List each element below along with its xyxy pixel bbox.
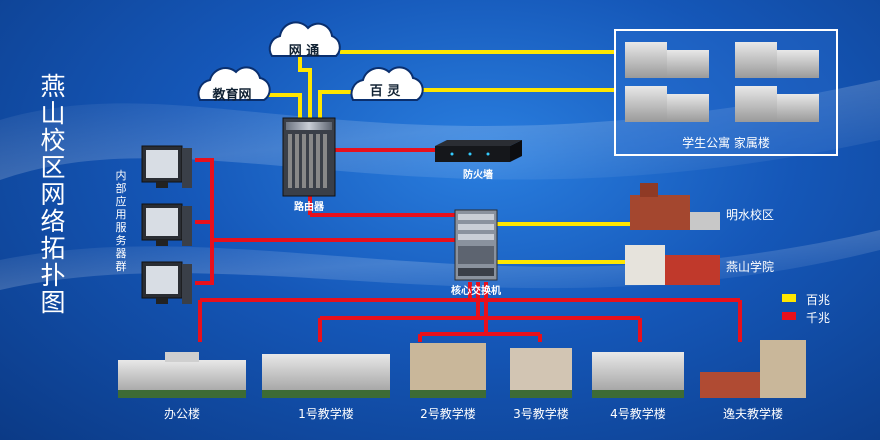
title-char: 图	[40, 288, 66, 317]
link-router-wangtong	[298, 55, 312, 118]
yifu-building-icon	[700, 340, 806, 398]
link-router-bailing	[318, 90, 352, 118]
cloud-edu	[197, 66, 271, 101]
gigabit-links	[195, 148, 742, 342]
server-monitor-icon	[141, 203, 192, 246]
teaching-building-2-icon	[410, 343, 486, 398]
server-monitor-icon	[141, 261, 192, 304]
cloud-label-edu: 教育网	[212, 88, 252, 103]
apartment-building-icon	[735, 86, 819, 122]
title-char: 燕	[40, 72, 66, 101]
office-building-icon	[118, 352, 246, 398]
title-char: 校	[40, 126, 66, 155]
legend-swatch-hundred	[782, 294, 796, 302]
apartment-building-icon	[625, 86, 709, 122]
server-label-char: 应	[115, 195, 127, 208]
teaching-building-3-icon	[510, 348, 572, 398]
hundred-mbps-links	[268, 50, 630, 264]
cloud-label-bailing: 百 灵	[369, 84, 401, 99]
building-label-teach-1: 1号教学楼	[298, 407, 354, 421]
legend-swatch-gigabit	[782, 312, 796, 320]
cloud-label-wangtong: 网 通	[288, 44, 320, 59]
building-label-yifu: 逸夫教学楼	[722, 407, 783, 421]
title-char: 区	[40, 153, 66, 182]
server-label-char: 群	[115, 260, 127, 273]
cloud-wangtong	[268, 21, 341, 57]
cloud-bailing	[350, 66, 424, 101]
router-icon	[282, 117, 336, 197]
building-label-teach-3: 3号教学楼	[513, 407, 569, 421]
router-label: 路由器	[294, 202, 324, 213]
server-monitor-icon	[141, 145, 192, 188]
server-label-char: 服	[115, 221, 127, 234]
legend-label-gigabit: 千兆	[806, 311, 831, 325]
title-char: 拓	[40, 234, 66, 263]
server-label-char: 务	[115, 234, 127, 247]
housing-label: 学生公寓 家属楼	[682, 136, 770, 150]
mingshui-building-icon	[630, 183, 720, 230]
server-label-char: 内	[115, 169, 127, 182]
link-router-edu	[268, 93, 302, 118]
housing-panel	[614, 29, 838, 156]
legend-label-hundred: 百兆	[806, 293, 831, 307]
title-char: 络	[40, 207, 66, 236]
building-label-office: 办公楼	[163, 407, 200, 421]
server-label-char: 器	[115, 247, 127, 260]
server-label-char: 部	[115, 182, 127, 195]
yanshan-college-label: 燕山学院	[726, 260, 775, 274]
apartment-building-icon	[735, 42, 819, 78]
firewall-label: 防火墙	[463, 170, 493, 181]
building-label-teach-4: 4号教学楼	[610, 407, 666, 421]
apartment-building-icon	[625, 42, 709, 78]
yanshan-college-building-icon	[625, 245, 720, 285]
core-switch-label: 核心交换机	[451, 286, 501, 297]
server-label-char: 用	[115, 208, 127, 221]
teaching-building-1-icon	[262, 354, 390, 398]
title-char: 扑	[40, 261, 66, 290]
building-label-teach-2: 2号教学楼	[420, 407, 476, 421]
title-char: 山	[40, 99, 66, 128]
core-switch-icon	[454, 209, 498, 281]
title-char: 网	[40, 180, 66, 209]
firewall-icon	[435, 140, 522, 162]
mingshui-label: 明水校区	[726, 208, 775, 222]
teaching-building-4-icon	[592, 352, 684, 398]
